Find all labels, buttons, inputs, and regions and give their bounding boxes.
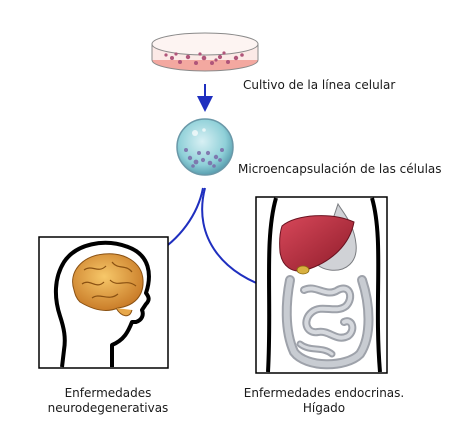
endocrine-label: Enfermedades endocrinas. Hígado	[232, 386, 416, 416]
petri-dish-icon	[151, 32, 259, 72]
microcapsule-icon	[176, 118, 234, 176]
brain-icon	[72, 253, 144, 317]
culture-label: Cultivo de la línea celular	[243, 78, 396, 92]
intestine-icon	[281, 275, 374, 370]
endocrine-label-line1: Enfermedades endocrinas.	[243, 386, 405, 400]
brain-panel	[38, 236, 169, 369]
neuro-label: Enfermedades neurodegenerativas	[46, 386, 170, 416]
abdomen-panel	[255, 196, 388, 374]
microencapsulation-label: Microencapsulación de las células	[238, 162, 442, 176]
endocrine-label-line2: Hígado	[302, 401, 346, 415]
neuro-label-line2: neurodegenerativas	[47, 401, 169, 415]
neuro-label-line1: Enfermedades	[64, 386, 152, 400]
